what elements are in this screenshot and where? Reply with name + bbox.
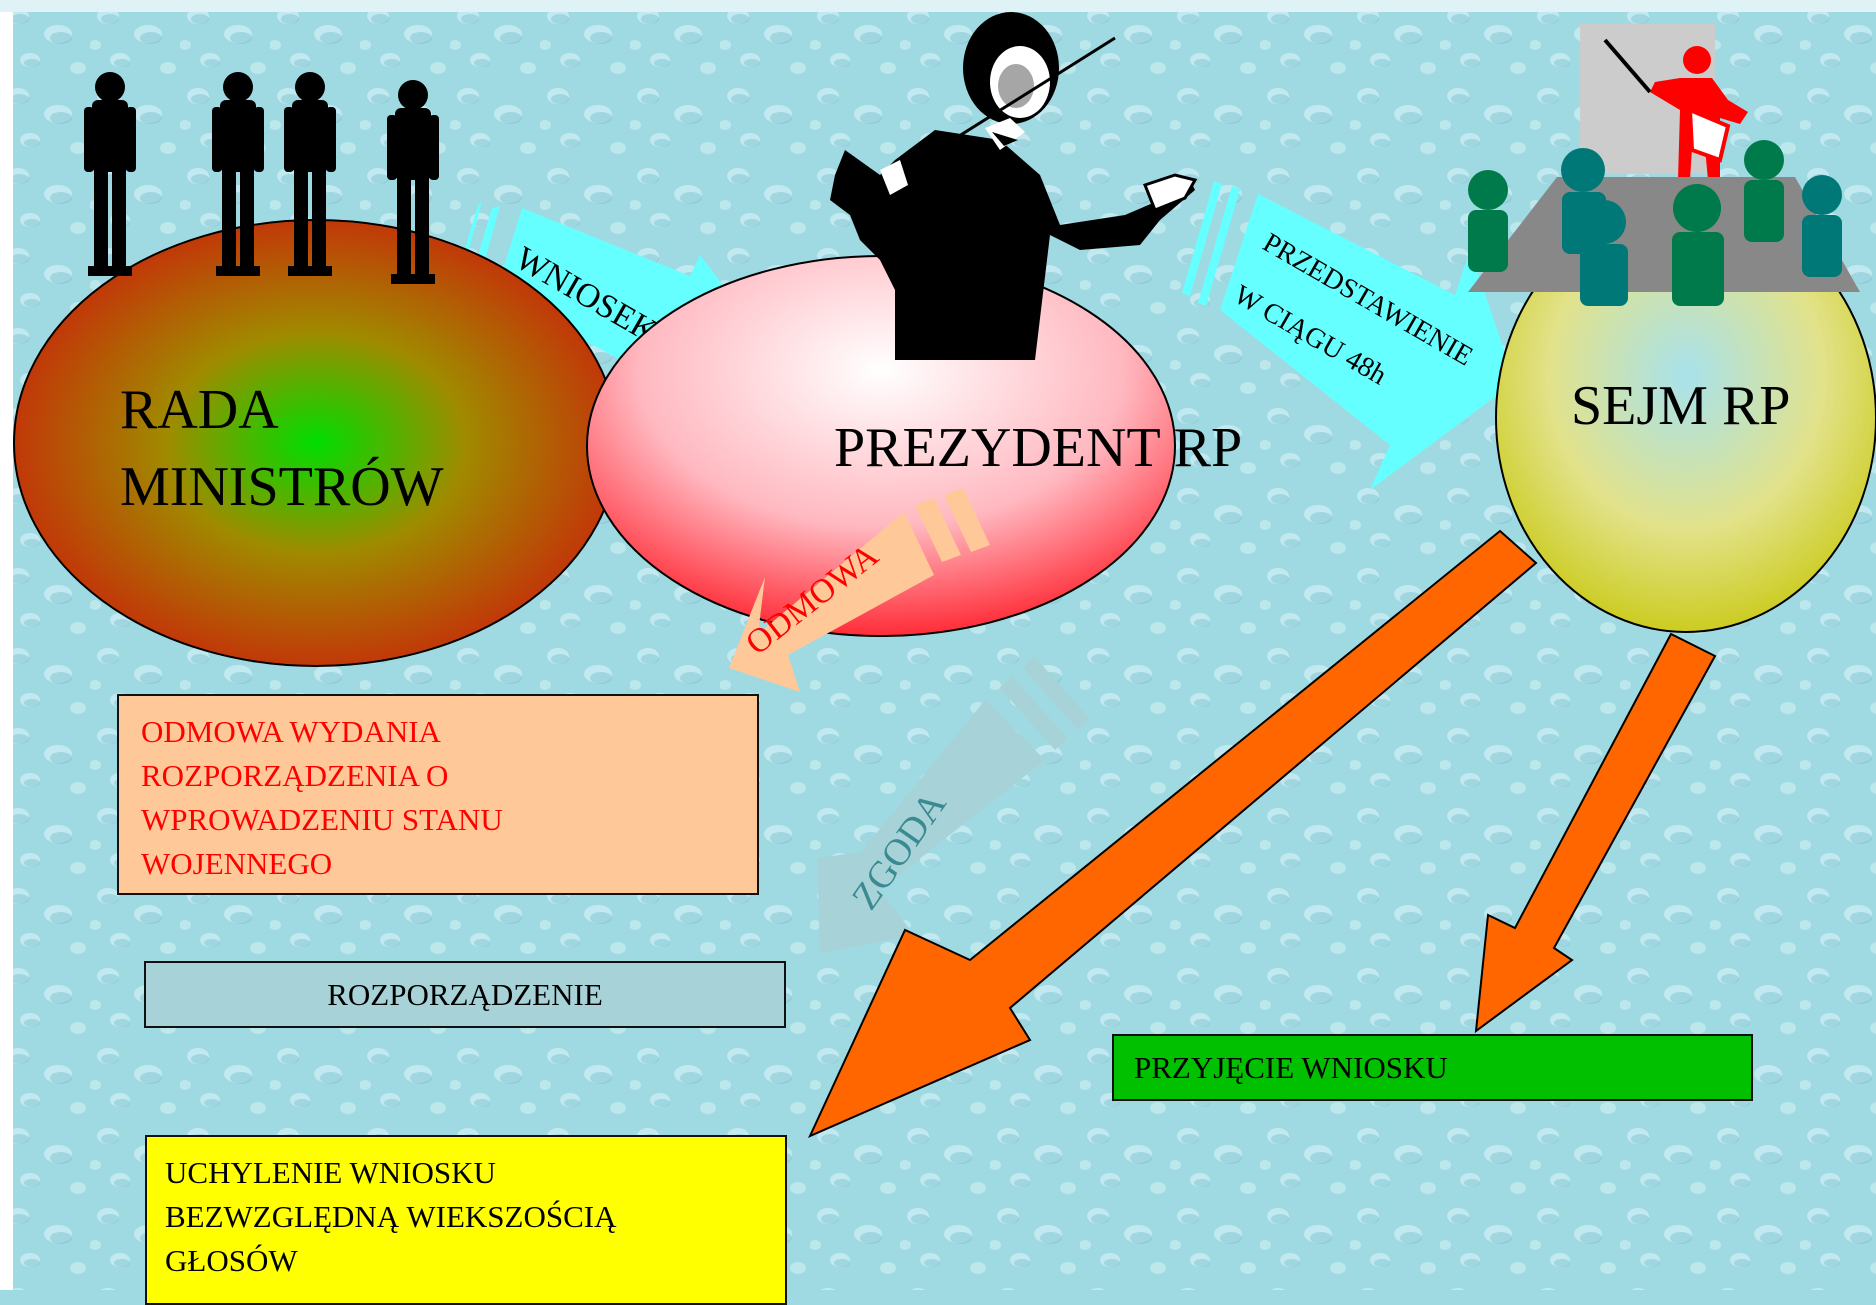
reject-line: UCHYLENIE WNIOSKU xyxy=(165,1155,496,1190)
refusal-line: WOJENNEGO xyxy=(141,846,333,881)
zgoda-arrow xyxy=(817,656,1089,953)
reject-line: BEZWZGLĘDNĄ WIEKSZOŚCIĄ xyxy=(165,1199,617,1234)
accept-box: PRZYJĘCIE WNIOSKU xyxy=(1112,1034,1753,1101)
reject-line: GŁOSÓW xyxy=(165,1243,298,1278)
rada-label-line1: RADA xyxy=(120,379,279,441)
refusal-line: WPROWADZENIU STANU xyxy=(141,802,503,837)
prezydent-label: PREZYDENT RP xyxy=(834,417,1242,479)
presentation-meeting-icon xyxy=(1468,24,1860,306)
accept-label: PRZYJĘCIE WNIOSKU xyxy=(1134,1050,1448,1085)
przyjecie-arrow xyxy=(1474,632,1717,1034)
soldiers-icon xyxy=(84,72,439,284)
refusal-line: ROZPORZĄDZENIA O xyxy=(141,758,449,793)
rada-ministrow-node xyxy=(13,219,619,667)
refusal-line: ODMOWA WYDANIA xyxy=(141,714,441,749)
top-border xyxy=(0,0,1876,12)
refusal-box: ODMOWA WYDANIA ROZPORZĄDZENIA O WPROWADZ… xyxy=(117,694,759,895)
reject-box: UCHYLENIE WNIOSKU BEZWZGLĘDNĄ WIEKSZOŚCI… xyxy=(145,1135,787,1305)
sejm-label: SEJM RP xyxy=(1571,375,1790,437)
rada-label-line2: MINISTRÓW xyxy=(120,455,444,518)
uchylenie-arrow xyxy=(807,529,1538,1138)
regulation-label: ROZPORZĄDZENIE xyxy=(327,977,603,1012)
przedstawienie-arrow xyxy=(1182,181,1515,490)
conductor-icon xyxy=(830,12,1198,360)
left-border xyxy=(0,0,13,1290)
regulation-box: ROZPORZĄDZENIE xyxy=(144,961,786,1028)
odmowa-arrow xyxy=(729,488,990,692)
